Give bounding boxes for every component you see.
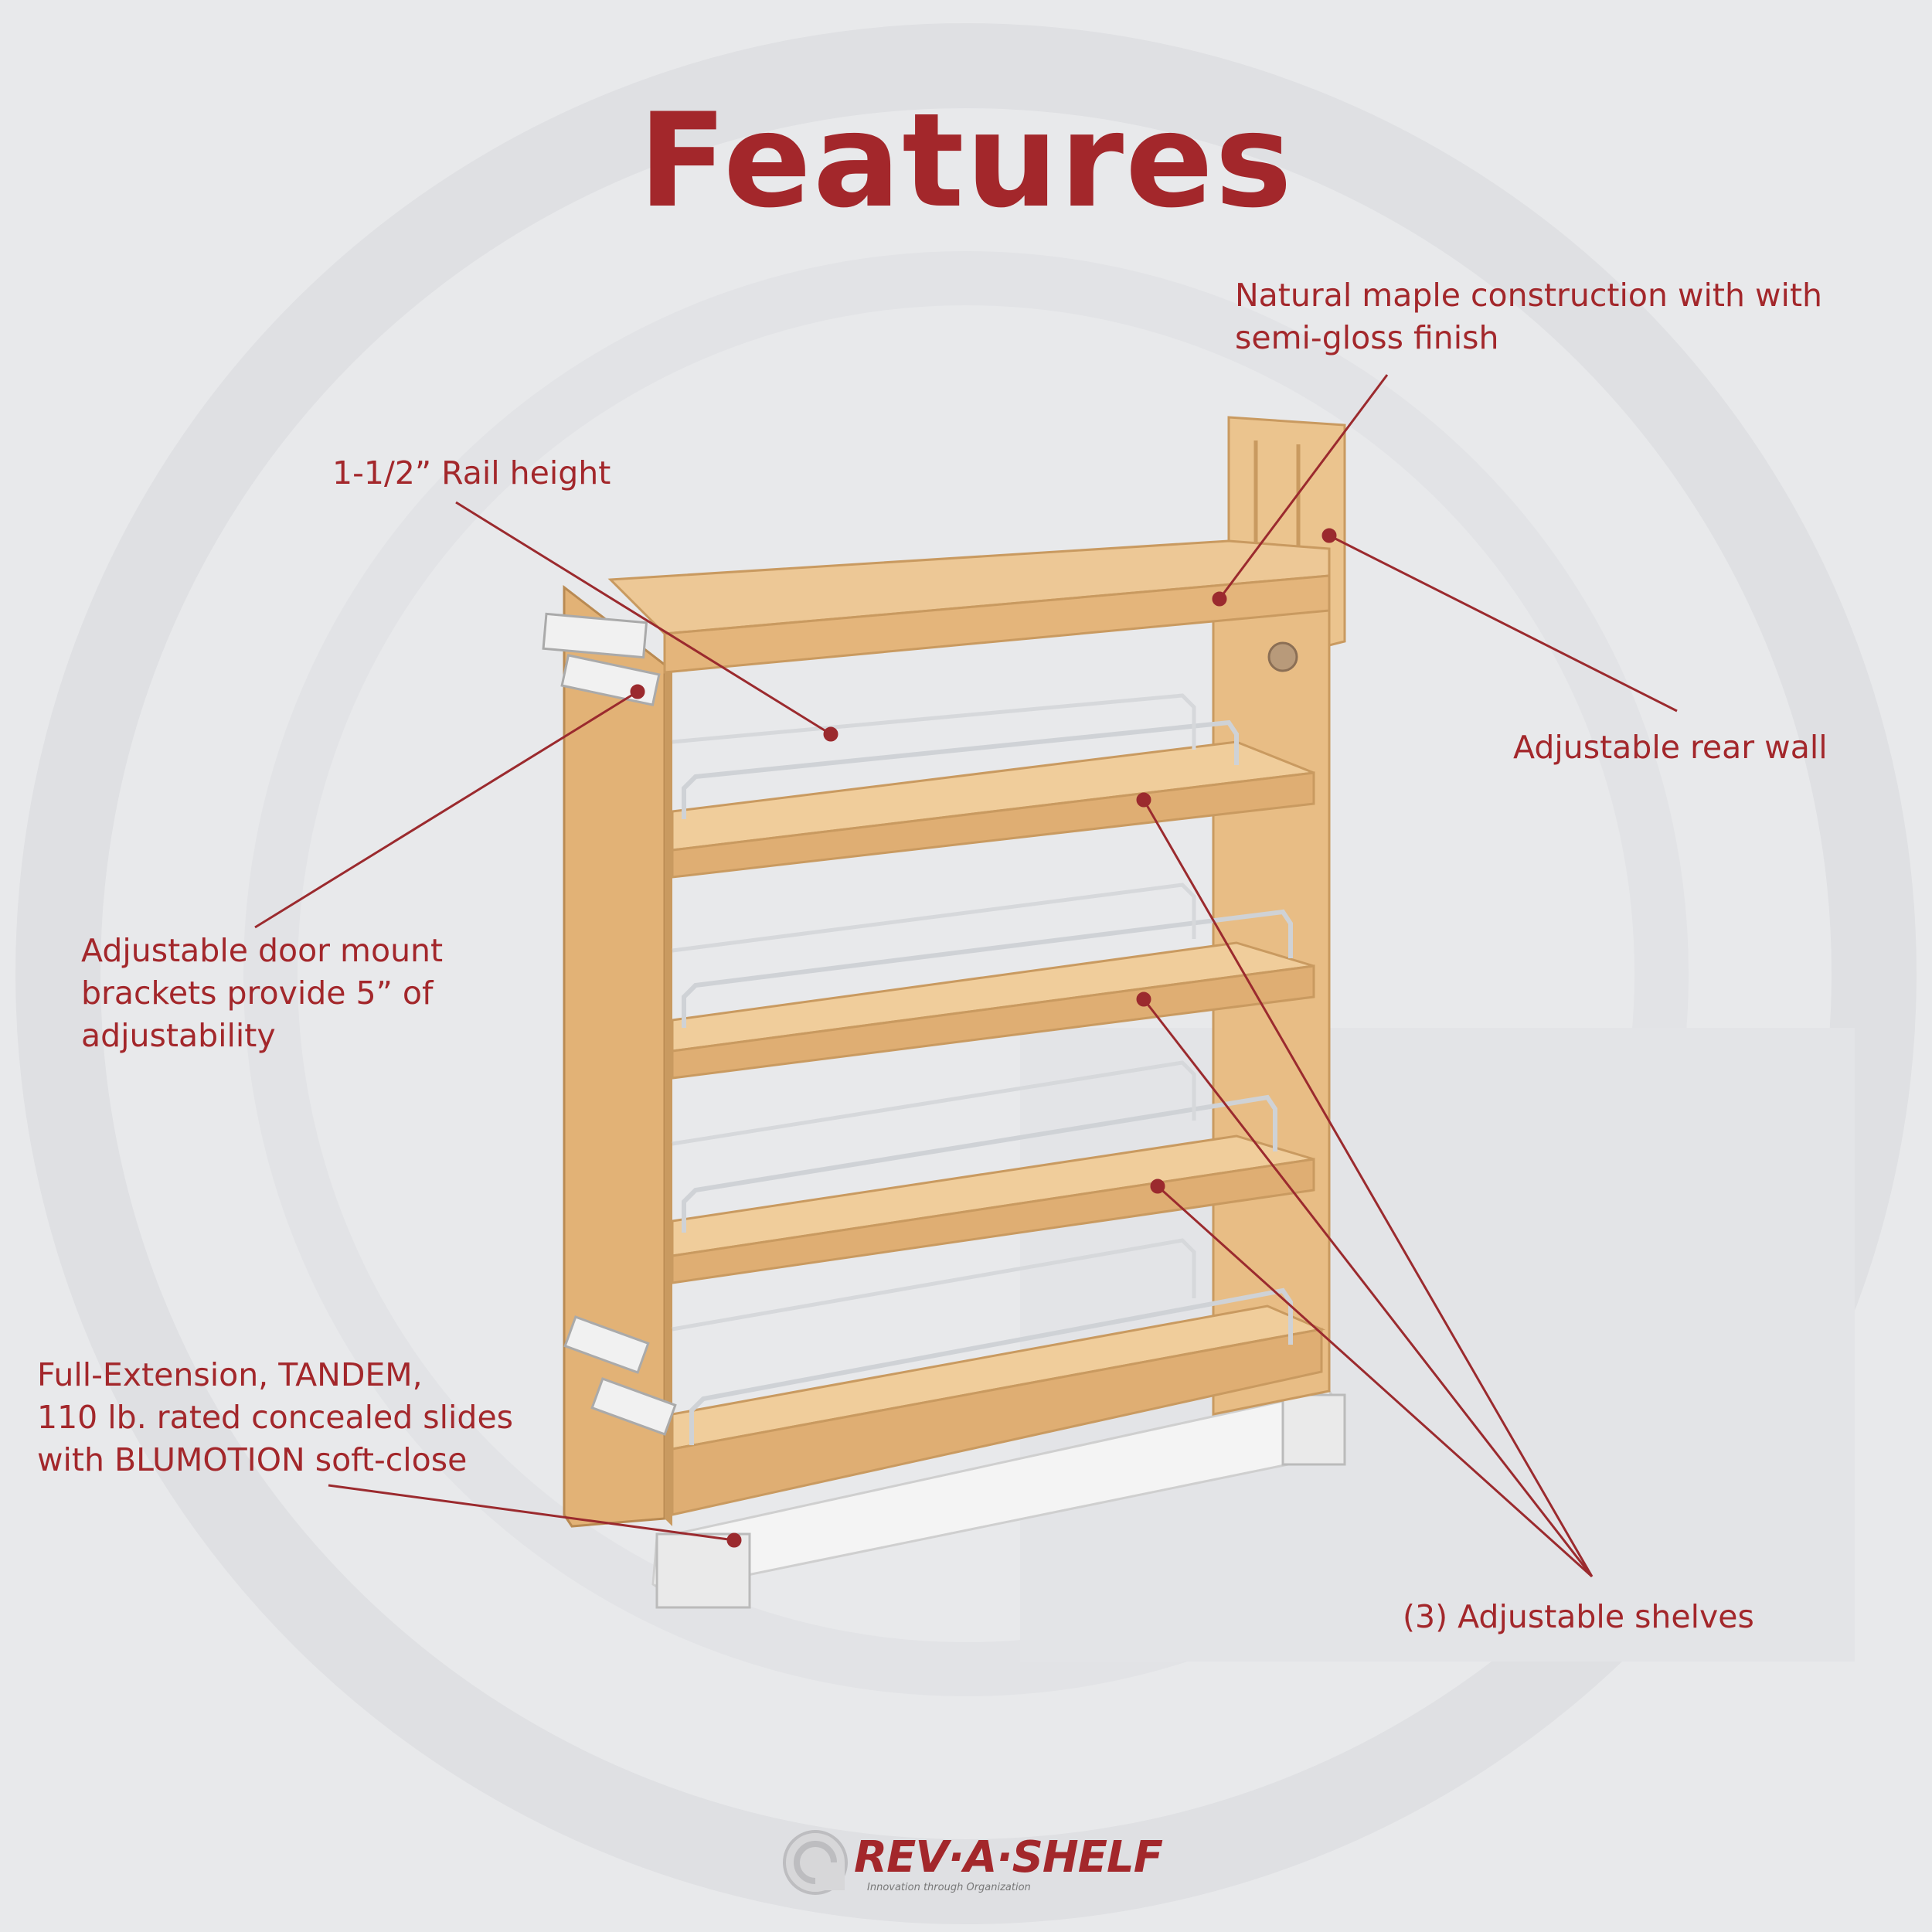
brand-mark-icon [783, 1830, 848, 1895]
callout-line: Adjustable door mount [81, 932, 444, 969]
callout-line: Full-Extension, TANDEM, [37, 1356, 423, 1393]
callout-line: with BLUMOTION soft-close [37, 1441, 468, 1478]
callout-line: 1-1/2” Rail height [332, 454, 611, 492]
brand-tagline: Innovation through Organization [867, 1882, 1031, 1893]
callout-line: 110 lb. rated concealed slides [37, 1399, 514, 1436]
callout-shelves: (3) Adjustable shelves [1403, 1596, 1754, 1638]
callout-maple-construction: Natural maple construction with with sem… [1235, 274, 1822, 359]
shelf-1 [671, 693, 1315, 879]
callout-slides: Full-Extension, TANDEM, 110 lb. rated co… [37, 1354, 513, 1481]
callout-line: adjustability [81, 1017, 276, 1054]
door-bracket-low [563, 1315, 650, 1374]
brand-logo: REV·A·SHELF Innovation through Organizat… [781, 1828, 1167, 1897]
callout-line: (3) Adjustable shelves [1403, 1598, 1754, 1635]
page-title: Features [638, 85, 1294, 236]
leader-lines [254, 374, 1678, 1578]
side-panel [563, 584, 666, 1528]
callout-line: Adjustable rear wall [1513, 729, 1828, 766]
callout-line: brackets provide 5” of [81, 975, 434, 1012]
door-bracket-bottom [590, 1377, 677, 1436]
callout-rear-wall: Adjustable rear wall [1513, 726, 1828, 769]
callout-door-mount: Adjustable door mount brackets provide 5… [81, 930, 443, 1057]
callout-rail-height: 1-1/2” Rail height [332, 452, 611, 495]
slide-bracket-rear [1281, 1393, 1346, 1466]
brand-name: REV·A·SHELF [854, 1832, 1163, 1883]
callout-line: Natural maple construction with with [1235, 277, 1823, 314]
shelf-2 [671, 883, 1315, 1080]
shelf-bottom [671, 1238, 1326, 1516]
callout-line: semi-gloss finish [1235, 319, 1499, 356]
door-bracket-top [542, 612, 648, 659]
